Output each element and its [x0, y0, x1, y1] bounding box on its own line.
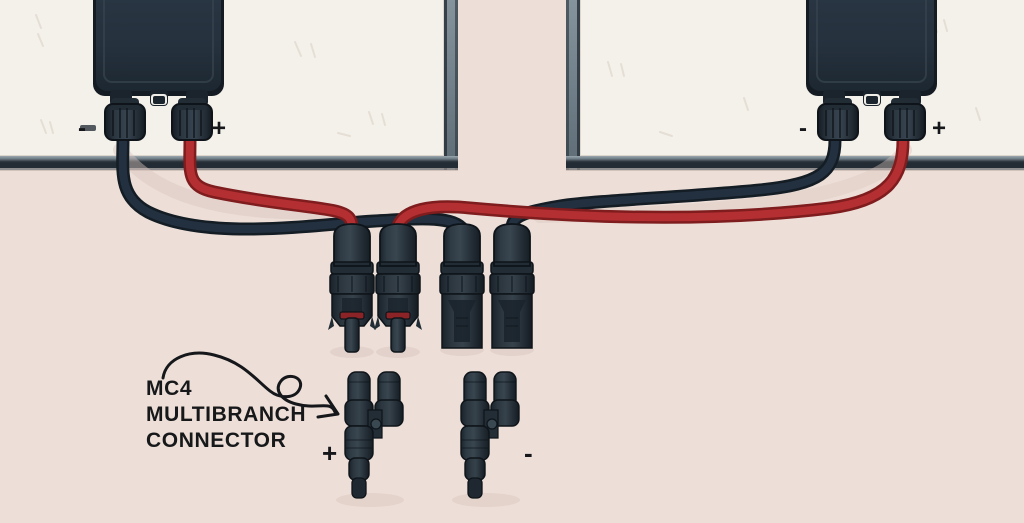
locking-hole — [486, 418, 498, 430]
left-panel — [0, 0, 458, 171]
mc4-male-connector — [374, 223, 422, 358]
gland-negative — [817, 98, 859, 141]
gland-positive — [171, 98, 213, 141]
gland-positive — [884, 98, 926, 141]
branch-negative-label: - — [524, 438, 533, 468]
left-panel-negative-label: - — [78, 115, 86, 142]
left-junction-box — [93, 0, 224, 141]
connector-negative-pair — [439, 223, 535, 356]
panel-marking — [80, 125, 96, 131]
mc4-female-connector — [489, 223, 535, 356]
locking-hole — [370, 418, 382, 430]
right-panel — [566, 0, 1024, 171]
gland-negative — [104, 98, 146, 141]
male-pin — [344, 317, 360, 353]
branch-connector-negative — [452, 371, 520, 507]
male-pin — [390, 317, 406, 353]
annotation-arrow — [161, 351, 340, 419]
mc4-male-connector — [328, 223, 376, 358]
branch-connector-positive — [336, 371, 404, 507]
right-panel-negative-label: - — [799, 115, 807, 142]
mc4-female-connector — [439, 223, 485, 356]
branch-positive-label: + — [322, 438, 338, 468]
left-panel-positive-label: + — [212, 115, 227, 142]
right-junction-box — [806, 0, 937, 141]
connector-positive-pair — [328, 223, 422, 358]
panel-texture-marks — [35, 14, 386, 137]
wire-bundle — [113, 133, 912, 236]
right-panel-positive-label: + — [932, 115, 947, 142]
